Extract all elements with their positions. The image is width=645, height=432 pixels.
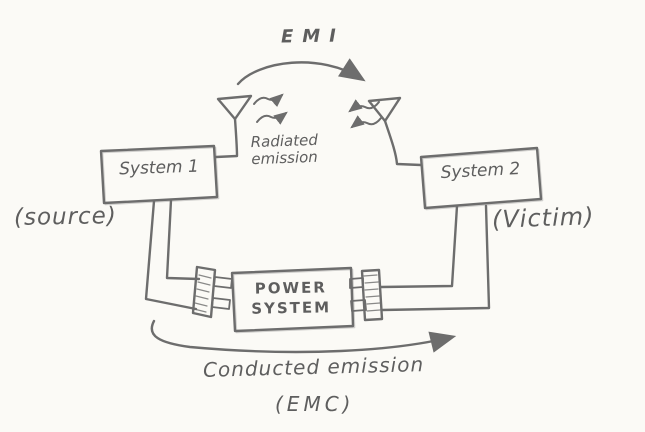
system1-label: System 1: [118, 156, 200, 180]
emi-label: EMI: [280, 25, 346, 48]
power-connector-left-icon: [191, 265, 233, 319]
system2-box: [419, 146, 544, 211]
wire-power-system2: [379, 204, 491, 312]
conducted-emission-arrow: [150, 319, 457, 354]
emi-arrow: [236, 58, 366, 86]
power-system-line1: POWER: [254, 278, 328, 298]
antenna-tx-icon: [214, 94, 253, 159]
radiated-emission-label: Radiated emission: [250, 131, 319, 168]
power-system-line2: SYSTEM: [251, 298, 332, 318]
antenna-rx-icon: [367, 96, 423, 167]
radiation-waves-out-icon: [253, 93, 288, 125]
radiation-waves-in-icon: [348, 99, 382, 129]
system1-box: [99, 144, 220, 206]
source-label: (source): [13, 203, 118, 231]
emc-label: (EMC): [275, 392, 355, 416]
power-connector-right-icon: [349, 268, 384, 322]
radiated-emission-line2: emission: [250, 147, 319, 168]
power-system-box: [230, 266, 356, 334]
victim-label: (Victim): [491, 202, 595, 234]
power-system-label: POWER SYSTEM: [238, 277, 345, 319]
wire-system1-power: [144, 198, 201, 311]
